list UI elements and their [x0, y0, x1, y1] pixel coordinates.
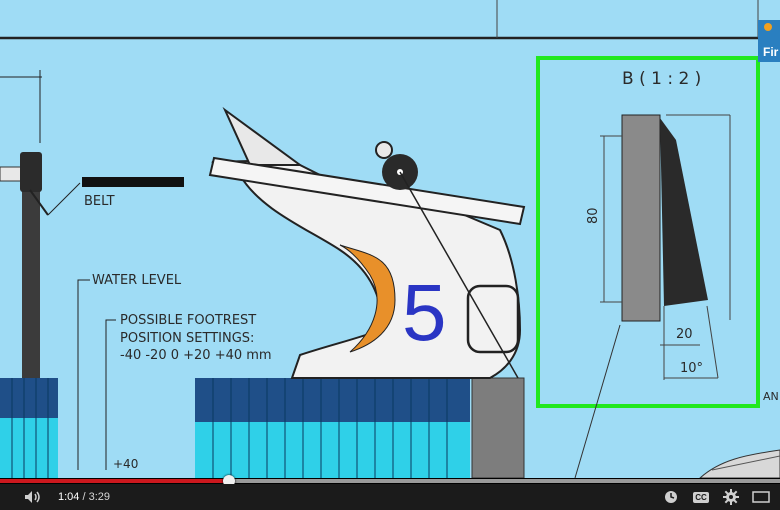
time-separator: / [79, 491, 89, 503]
theater-mode-button[interactable] [746, 484, 776, 510]
left-dimension [0, 70, 42, 143]
edge-label: AN [763, 390, 779, 403]
starting-block [208, 106, 526, 478]
progress-played [0, 479, 230, 483]
watch-later-button[interactable] [656, 484, 686, 510]
detail-dim-80: 80 [586, 207, 601, 224]
current-time: 1:04 [58, 491, 80, 503]
belt-label: BELT [84, 194, 115, 209]
watch-later-icon [665, 491, 677, 503]
control-bar: 1:04 / 3:29 CC [0, 484, 780, 510]
theater-mode-icon [752, 491, 770, 503]
plus40-label: +40 [113, 457, 138, 471]
video-frame[interactable]: BELT WATER LEVEL POSSIBLE FOOTREST POSIT… [0, 0, 780, 478]
duration: 3:29 [88, 491, 111, 503]
detail-drawing [600, 114, 731, 380]
progress-buffered [229, 479, 780, 483]
footrest-label-line3: -40 -20 0 +20 +40 mm [120, 348, 272, 363]
footrest-label-line2: POSITION SETTINGS: [120, 331, 254, 346]
block-number-5: 5 [402, 268, 447, 357]
water-level-label: WATER LEVEL [92, 273, 182, 288]
detail-dim-10deg: 10° [680, 361, 703, 376]
detail-highlight-box [536, 56, 760, 408]
settings-button[interactable] [716, 484, 746, 510]
pool-lanes-left [0, 378, 58, 478]
footrest-label-line1: POSSIBLE FOOTREST [120, 313, 256, 328]
gear-icon [723, 489, 739, 505]
progress-bar[interactable] [0, 475, 780, 487]
detail-dim-20: 20 [676, 327, 693, 342]
channel-logo [758, 20, 780, 62]
volume-button[interactable] [18, 484, 48, 510]
captions-button[interactable]: CC [686, 484, 716, 510]
logo-text: Fir [763, 45, 779, 59]
time-display: 1:04 / 3:29 [58, 491, 110, 503]
captions-icon: CC [693, 491, 709, 503]
pool-lanes-center [195, 378, 470, 478]
detail-scale-label: B ( 1 : 2 ) [622, 69, 701, 89]
volume-icon [25, 491, 40, 503]
